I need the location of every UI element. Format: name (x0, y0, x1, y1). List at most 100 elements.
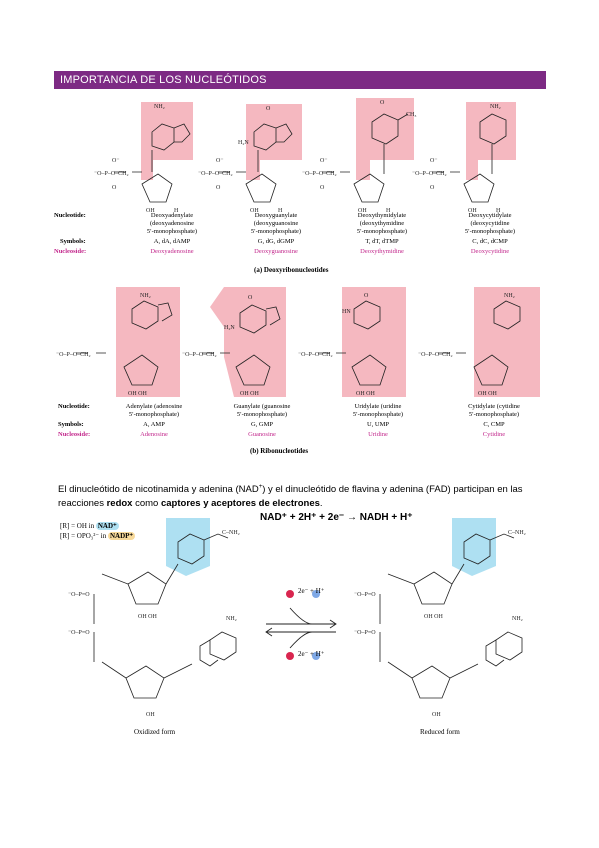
svg-text:OH OH: OH OH (478, 391, 497, 397)
svg-text:O: O (320, 185, 325, 191)
row-header-symbols: Symbols: (60, 238, 86, 245)
nucleoside-name: Deoxythymidine (360, 248, 404, 255)
nucleotide-name: Adenylate (adenosine 5′-monophosphate) (125, 403, 183, 418)
row-header-nucleotide: Nucleotide: (58, 403, 90, 410)
nucleoside-name: Adenosine (140, 431, 168, 438)
nucleoside-name: Uridine (368, 431, 388, 438)
svg-text:OH: OH (146, 208, 155, 214)
svg-text:H: H (386, 208, 391, 214)
redox-equation: NAD⁺ + 2H⁺ + 2e⁻ → NADH + H⁺ (260, 512, 413, 523)
nucleotide-name: Deoxythymidylate (deoxythymidine 5′-mono… (356, 212, 408, 235)
svg-text:⁻O–P=O: ⁻O–P=O (68, 630, 90, 636)
nucleotide-name: Deoxycytidylate (deoxycytidine 5′-monoph… (464, 212, 516, 235)
svg-text:NH₂: NH₂ (512, 616, 523, 622)
oxidized-form-label: Oxidized form (134, 728, 176, 736)
svg-text:H: H (496, 208, 501, 214)
svg-text:O: O (248, 295, 253, 301)
nad-badge: NAD⁺ (95, 522, 119, 530)
svg-text:C–NH₂: C–NH₂ (508, 530, 526, 536)
nucleotide-name: Deoxyguanylate (deoxyguanosine 5′-monoph… (250, 212, 302, 235)
nucleotide-symbols: G, dG, dGMP (257, 238, 295, 245)
nucleotide-name: Uridylate (uridine 5′-monophosphate) (352, 403, 404, 418)
svg-text:⁻O–P–O–CH₂: ⁻O–P–O–CH₂ (56, 352, 91, 358)
nucleoside-name: Cytidine (482, 431, 506, 438)
figure-caption-b: (b) Ribonucleotides (250, 447, 309, 455)
svg-text:OH: OH (146, 712, 155, 718)
row-header-nucleoside: Nucleoside: (54, 248, 87, 255)
row-header-symbols: Symbols: (58, 421, 84, 428)
svg-text:O⁻: O⁻ (112, 158, 120, 164)
nad-legend: [R] = OH in NAD⁺ [R] = OPO₃²⁻ in NADP⁺ (60, 522, 136, 540)
svg-text:OH: OH (358, 208, 367, 214)
nucleotide-symbols: U, UMP (366, 421, 390, 428)
svg-text:OH OH: OH OH (356, 391, 375, 397)
svg-text:⁻O–P–O–CH₂: ⁻O–P–O–CH₂ (94, 171, 129, 177)
svg-text:⁻O–P–O–CH₂: ⁻O–P–O–CH₂ (182, 352, 217, 358)
svg-text:O: O (216, 185, 221, 191)
svg-text:⁻O–P–O–CH₂: ⁻O–P–O–CH₂ (298, 352, 333, 358)
svg-text:H: H (278, 208, 283, 214)
svg-text:NH₂: NH₂ (226, 616, 237, 622)
svg-text:O: O (380, 100, 385, 106)
svg-text:⁻O–P=O: ⁻O–P=O (68, 592, 90, 598)
body-paragraph: El dinucleótido de nicotinamida y adenin… (58, 484, 523, 510)
nucleotide-name: Deoxyadenylate (deoxyadenosine 5′-monoph… (146, 212, 198, 235)
row-header-nucleoside: Nucleoside: (58, 431, 91, 438)
svg-text:NH₂: NH₂ (490, 104, 501, 110)
deoxyribonucleotides-figure: O⁻ ⁻O–P–O–CH₂ O O⁻ ⁻O–P–O–CH₂ O O⁻ ⁻O–P–O–CH₂… (54, 92, 546, 280)
nucleoside-name: Deoxyguanosine (254, 248, 298, 255)
nucleotide-symbols: A, AMP (143, 421, 165, 428)
svg-text:H₂N: H₂N (238, 140, 249, 146)
top-arrow-label: 2e⁻ + H⁺ (298, 587, 325, 595)
svg-text:OH: OH (468, 208, 477, 214)
nucleotide-symbols: G, GMP (250, 421, 274, 428)
base-label-1: NH₂ (154, 104, 165, 110)
nucleotide-symbols: A, dA, dAMP (153, 238, 191, 245)
section-title: IMPORTANCIA DE LOS NUCLEÓTIDOS (54, 71, 546, 89)
svg-text:OH OH: OH OH (424, 614, 443, 620)
svg-text:⁻O–P–O–CH₂: ⁻O–P–O–CH₂ (418, 352, 453, 358)
svg-text:⁻O–P–O–CH₂: ⁻O–P–O–CH₂ (302, 171, 337, 177)
svg-text:O: O (364, 293, 369, 299)
svg-text:H: H (174, 208, 179, 214)
svg-text:⁻O–P–O–CH₂: ⁻O–P–O–CH₂ (412, 171, 447, 177)
row-header-nucleotide: Nucleotide: (54, 212, 86, 219)
svg-text:NH₂: NH₂ (504, 293, 515, 299)
ribonucleotide-structures: NH₂ O H₂N O HN NH₂ ⁻O–P–O–CH₂ ⁻O–P–O–CH₂ ⁻O–P… (56, 287, 540, 397)
svg-text:OH: OH (432, 712, 441, 718)
nadp-badge: NADP⁺ (107, 532, 136, 540)
svg-text:⁻O–P=O: ⁻O–P=O (354, 592, 376, 598)
svg-text:⁻O–P=O: ⁻O–P=O (354, 630, 376, 636)
nucleoside-name: Deoxyadenosine (150, 248, 194, 255)
nucleoside-name: Guanosine (248, 431, 276, 438)
nad-structures: ⁻O–P=O ⁻O–P=O ⁻O–P=O ⁻O–P=O C–NH₂ C–NH₂ NH₂… (68, 518, 526, 718)
svg-text:HN: HN (342, 309, 351, 315)
ribonucleotides-figure: NH₂ O H₂N O HN NH₂ ⁻O–P–O–CH₂ ⁻O–P–O–CH₂ ⁻O–P… (54, 283, 546, 461)
svg-text:O: O (430, 185, 435, 191)
legend-line-nad: [R] = OH in NAD⁺ (60, 522, 119, 530)
nad-redox-figure: ⁻O–P=O ⁻O–P=O ⁻O–P=O ⁻O–P=O C–NH₂ C–NH₂ NH₂… (54, 512, 546, 744)
figure-caption-a: (a) Deoxyribonucleotides (254, 266, 329, 274)
nucleotide-symbols: T, dT, dTMP (365, 238, 399, 245)
deoxyribonucleotide-structures: O⁻ ⁻O–P–O–CH₂ O O⁻ ⁻O–P–O–CH₂ O O⁻ ⁻O–P–O–CH₂… (94, 98, 516, 214)
svg-text:OH OH: OH OH (138, 614, 157, 620)
reduced-form-label: Reduced form (420, 728, 460, 736)
svg-text:OH OH: OH OH (128, 391, 147, 397)
nucleoside-name: Deoxycytidine (470, 248, 510, 255)
svg-text:O⁻: O⁻ (216, 158, 224, 164)
svg-text:H₂N: H₂N (224, 325, 235, 331)
svg-text:C–NH₂: C–NH₂ (222, 530, 240, 536)
legend-line-nadp: [R] = OPO₃²⁻ in NADP⁺ (60, 532, 136, 540)
nucleotide-symbols: C, CMP (483, 421, 505, 428)
nucleotide-symbols: C, dC, dCMP (472, 238, 508, 245)
svg-text:⁻O–P–O–CH₂: ⁻O–P–O–CH₂ (198, 171, 233, 177)
svg-text:CH₃: CH₃ (406, 112, 416, 118)
bottom-arrow-label: 2e⁻ + H⁺ (298, 650, 325, 658)
nucleotide-name: Cytidylate (cytidine 5′-monophosphate) (468, 403, 520, 418)
svg-text:OH: OH (250, 208, 259, 214)
svg-text:O⁻: O⁻ (430, 158, 438, 164)
nucleotide-name: Guanylate (guanosine 5′-monophosphate) (233, 403, 291, 418)
svg-text:NH₂: NH₂ (140, 293, 151, 299)
svg-text:OH OH: OH OH (240, 391, 259, 397)
svg-text:O: O (266, 106, 271, 112)
